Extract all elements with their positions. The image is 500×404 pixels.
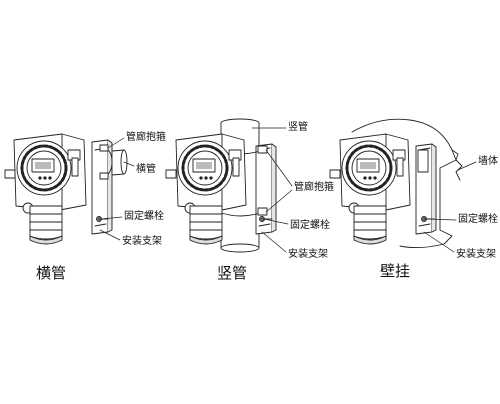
- caption-wall-mount: 壁挂: [380, 262, 411, 280]
- clamp-label: 管廊抱箍: [126, 132, 166, 143]
- gas-detector: [329, 133, 411, 245]
- bolt-label: 固定螺栓: [458, 214, 498, 225]
- mounting-bracket: [91, 139, 113, 235]
- bolt-label: 固定螺栓: [290, 220, 330, 231]
- mounting-bracket: [255, 143, 277, 235]
- callout-lines: [251, 127, 293, 253]
- vertical-pipe-label: 竖管: [288, 122, 308, 133]
- bracket-label: 安装支架: [456, 249, 496, 260]
- horizontal-pipe-installation: [4, 133, 135, 245]
- callout-lines: [423, 161, 477, 253]
- wall-label: 墙体: [478, 156, 498, 167]
- caption-vertical-pipe: 竖管: [217, 264, 248, 282]
- bracket-label: 安装支架: [288, 249, 328, 260]
- vertical-pipe-installation: [165, 118, 293, 253]
- caption-horizontal-pipe: 横管: [36, 264, 67, 282]
- bracket-label: 安装支架: [122, 236, 162, 247]
- clamp-label: 管廊抱箍: [294, 182, 334, 193]
- gas-detector: [4, 133, 87, 245]
- wall-mount-installation: [329, 118, 477, 253]
- horizontal-pipe-label: 横管: [136, 164, 156, 175]
- callout-lines: [99, 137, 135, 241]
- pipe-clamp: [99, 144, 113, 180]
- gas-detector: [165, 133, 247, 245]
- mounting-bracket: [415, 143, 437, 235]
- bolt-label: 固定螺栓: [124, 211, 164, 222]
